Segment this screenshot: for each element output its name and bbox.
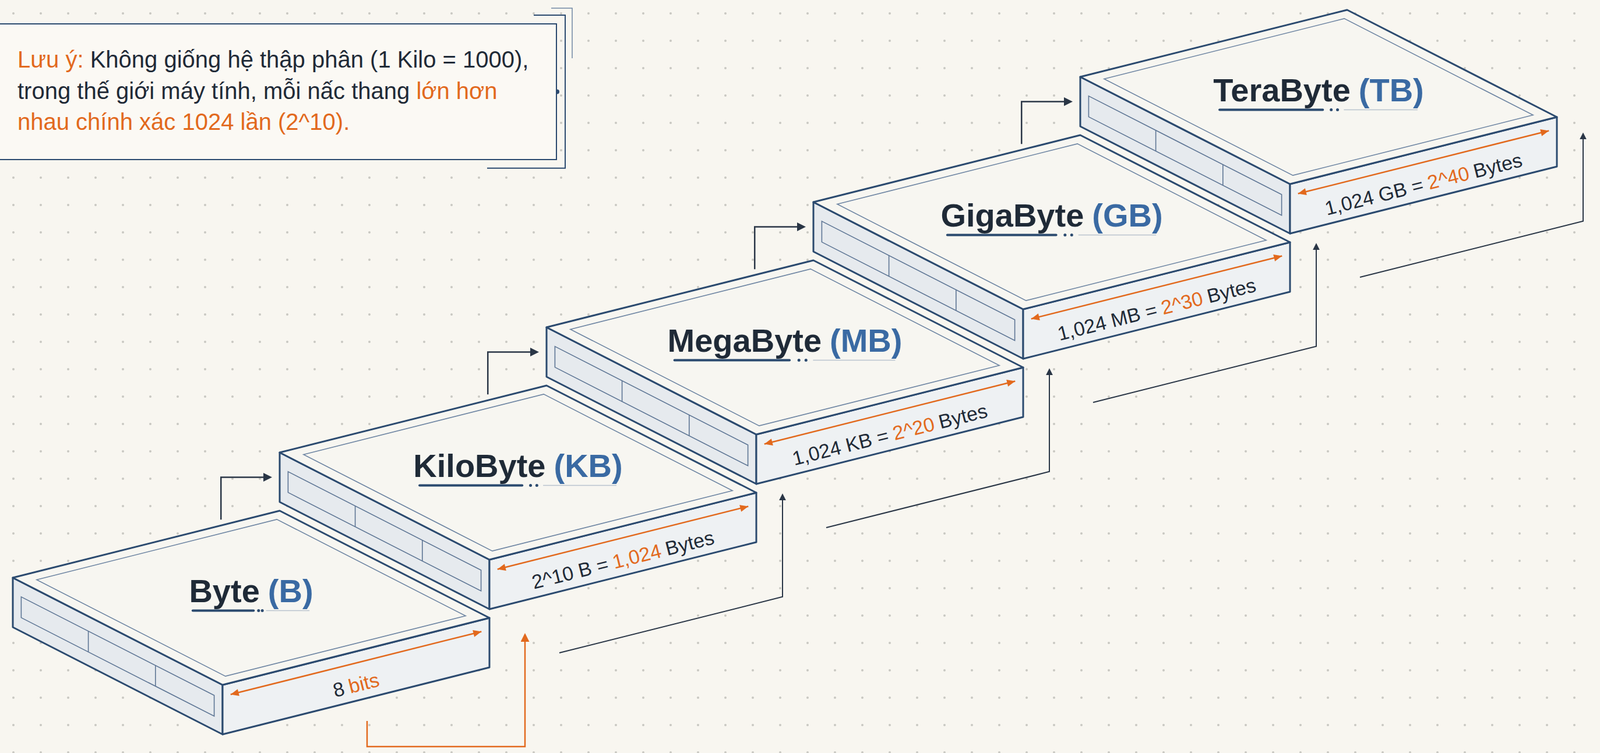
- underline-trail: [1078, 234, 1157, 236]
- underline-dot: [535, 484, 539, 488]
- step-slab: [12, 510, 490, 735]
- unit-abbreviation: (MB): [829, 322, 902, 359]
- dimension-arrowhead: [1539, 129, 1549, 137]
- step-title: Byte: [188, 572, 260, 610]
- note-text: Lưu ý:: [17, 46, 84, 73]
- slab-panel-divider: [87, 631, 90, 653]
- note-box: Lưu ý: Không giống hệ thập phân (1 Kilo …: [0, 23, 558, 161]
- dimension-arrowhead: [472, 630, 482, 638]
- slab-panel-divider: [421, 540, 424, 562]
- underline-dot: [1329, 108, 1333, 112]
- unit-abbreviation: (TB): [1358, 71, 1425, 109]
- dimension-arrowhead: [1298, 188, 1307, 196]
- underline-dot: [1063, 233, 1067, 237]
- dimension-arrowhead: [497, 564, 507, 572]
- underline-trail: [812, 360, 895, 362]
- step-title: MegaByte: [667, 322, 823, 359]
- slab-top: [12, 510, 490, 686]
- title-underline: [419, 484, 523, 488]
- slab-top: [1080, 9, 1557, 185]
- slab-panel-divider: [1222, 164, 1224, 186]
- dimension-arrowhead: [764, 438, 774, 446]
- storage-step: Byte(B)8bits: [12, 510, 490, 735]
- slab-panel-divider: [1155, 130, 1157, 152]
- title-underline: [947, 234, 1057, 237]
- note-paragraph: Lưu ý: Không giống hệ thập phân (1 Kilo …: [17, 44, 531, 139]
- slab-top-inset: [570, 269, 1000, 426]
- slab-top-inset: [36, 519, 466, 677]
- underline-trail: [543, 485, 617, 487]
- step-title: KiloByte: [413, 447, 546, 485]
- step-title: TeraByte: [1213, 71, 1351, 109]
- underline-trail: [1343, 109, 1418, 111]
- dimension-line: [764, 381, 1016, 444]
- dimension-arrowhead: [739, 505, 749, 513]
- slab-top-inset: [1104, 18, 1533, 176]
- slab-panel-divider: [621, 381, 623, 403]
- underline-dot: [1070, 233, 1074, 237]
- title-underline: [1219, 108, 1323, 112]
- underline-dot: [529, 484, 532, 488]
- unit-abbreviation: (KB): [553, 447, 623, 485]
- unit-abbreviation: (B): [268, 572, 314, 610]
- step-title-group: Byte(B): [188, 575, 313, 608]
- slab-panel-divider: [688, 415, 690, 437]
- step-arrow: [220, 477, 271, 521]
- slab-top: [546, 260, 1024, 435]
- slab-top-inset: [303, 394, 733, 552]
- underline-dot: [804, 358, 808, 362]
- dimension-arrowhead: [1273, 254, 1282, 262]
- underline-dot: [256, 609, 260, 613]
- slab-panel: [20, 597, 214, 717]
- title-underline: [674, 359, 790, 362]
- underline-dot: [261, 609, 264, 613]
- slab-panel-divider: [154, 665, 157, 687]
- underline-dot: [1336, 108, 1339, 112]
- step-arrow: [754, 227, 805, 270]
- step-arrow: [487, 352, 538, 396]
- dimension-arrowhead: [1006, 379, 1016, 387]
- slab-top-inset: [837, 143, 1267, 301]
- slab-top: [813, 135, 1291, 310]
- underline-trail: [266, 610, 310, 612]
- step-title-group: TeraByte(TB): [1213, 73, 1424, 107]
- slab-panel-divider: [888, 255, 890, 277]
- slab-panel-divider: [354, 506, 357, 528]
- step-title-group: MegaByte(MB): [667, 324, 903, 358]
- slab-top: [279, 385, 757, 560]
- dimension-arrowhead: [1031, 313, 1041, 321]
- unit-abbreviation: (GB): [1091, 196, 1163, 234]
- dimension-line: [1298, 130, 1550, 194]
- step-title: GigaByte: [940, 196, 1084, 234]
- dimension-arrowhead: [230, 689, 240, 697]
- title-underline: [192, 610, 254, 613]
- step-title-group: GigaByte(GB): [940, 199, 1163, 232]
- slab-panel-divider: [955, 290, 957, 312]
- step-arrow: [1021, 101, 1071, 145]
- underline-dot: [797, 358, 801, 362]
- step-title-group: KiloByte(KB): [413, 449, 623, 483]
